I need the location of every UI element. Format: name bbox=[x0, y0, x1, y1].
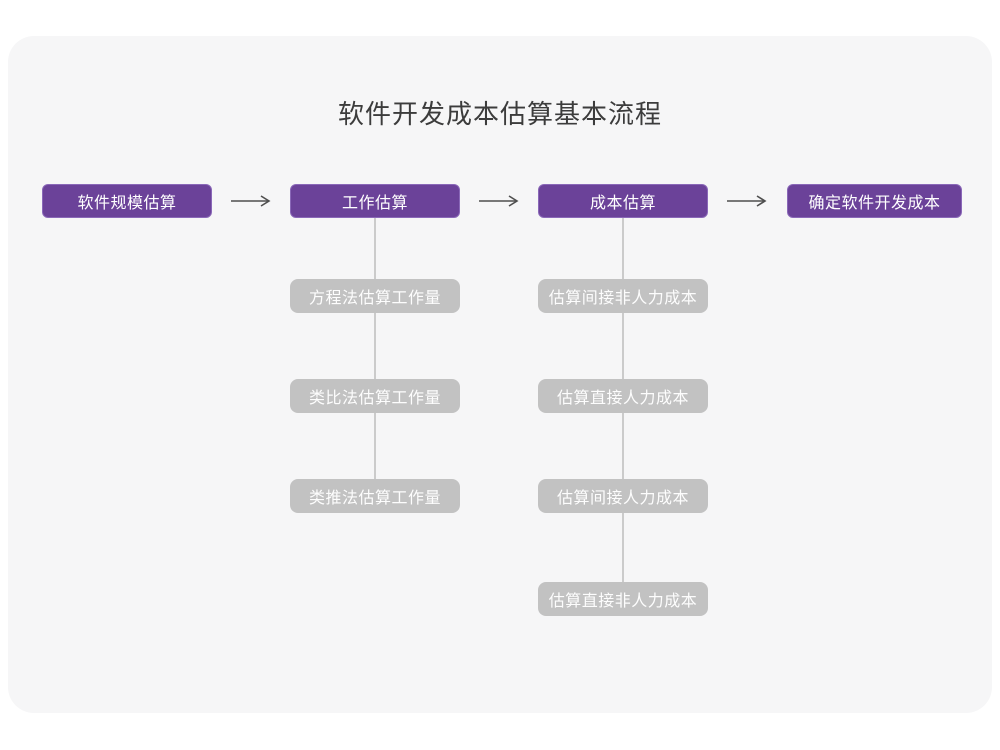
connector-line-work-column bbox=[374, 218, 376, 496]
right-arrow-icon bbox=[231, 195, 271, 207]
sub-node-direct-nonlabor-cost: 估算直接非人力成本 bbox=[538, 582, 708, 616]
flow-node-cost-estimation: 成本估算 bbox=[538, 184, 708, 218]
diagram-title: 软件开发成本估算基本流程 bbox=[337, 100, 662, 130]
sub-node-indirect-nonlabor-cost: 估算间接非人力成本 bbox=[538, 279, 708, 313]
sub-node-analogy-method: 类推法估算工作量 bbox=[290, 479, 460, 513]
sub-node-indirect-labor-cost: 估算间接人力成本 bbox=[538, 479, 708, 513]
flow-node-work-estimation: 工作估算 bbox=[290, 184, 460, 218]
sub-node-direct-labor-cost: 估算直接人力成本 bbox=[538, 379, 708, 413]
diagram-card bbox=[8, 36, 992, 713]
right-arrow-icon bbox=[479, 195, 519, 207]
right-arrow-icon bbox=[727, 195, 767, 207]
sub-node-equation-method: 方程法估算工作量 bbox=[290, 279, 460, 313]
flow-node-software-scale-estimation: 软件规模估算 bbox=[42, 184, 212, 218]
flow-node-determine-dev-cost: 确定软件开发成本 bbox=[787, 184, 962, 218]
sub-node-comparison-method: 类比法估算工作量 bbox=[290, 379, 460, 413]
